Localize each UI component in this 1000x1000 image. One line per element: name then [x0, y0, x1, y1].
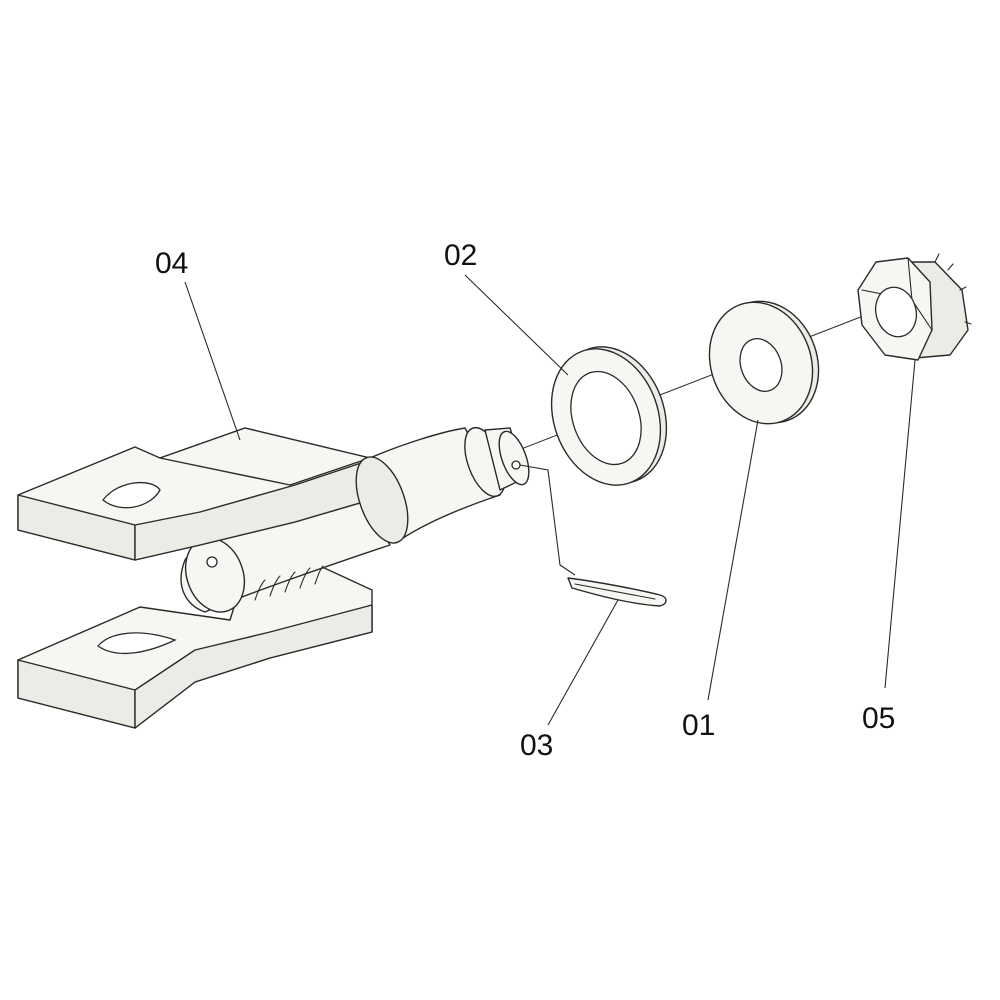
upper-plate [17, 427, 371, 561]
callout-01: 01 [682, 709, 715, 742]
leader-04 [184, 281, 241, 441]
part-04-clevis-assembly [17, 281, 530, 729]
callout-04: 04 [155, 247, 188, 280]
lower-plate-hole [97, 632, 177, 655]
leader-02 [464, 274, 569, 376]
part-03-cotter-pin [519, 464, 667, 726]
callout-02: 02 [444, 239, 477, 272]
leader-05 [884, 359, 916, 689]
leader-03-upper [519, 464, 576, 576]
part-01-washer [707, 300, 820, 701]
part-02-washer [464, 274, 668, 486]
lower-plate [17, 565, 373, 729]
part-05-castle-nut [857, 253, 972, 689]
pin-shaft [180, 484, 391, 613]
leader-01 [707, 419, 759, 701]
nut-bore [874, 286, 918, 338]
pin-tip [498, 430, 530, 486]
callout-05: 05 [862, 702, 895, 735]
leader-03 [547, 599, 619, 726]
upper-plate-hole [102, 481, 161, 509]
spring-coils [254, 565, 324, 601]
cotter-pin-hole [511, 460, 521, 470]
nut-castellations [934, 253, 972, 325]
assembly-axis [479, 289, 931, 466]
callout-03: 03 [520, 729, 553, 762]
washer-02-bore [570, 370, 642, 466]
washer-01-bore [739, 338, 783, 392]
pin-body [355, 426, 530, 544]
